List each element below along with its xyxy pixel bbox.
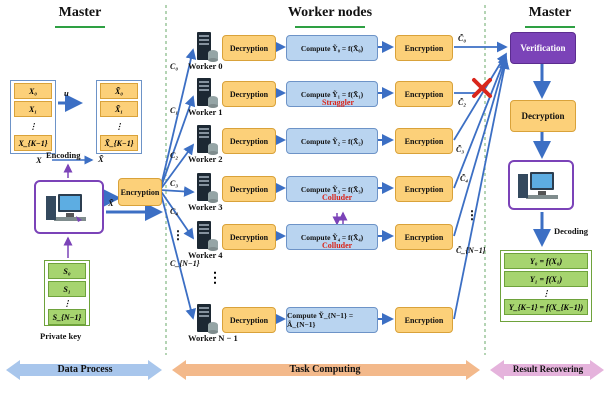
- result-dots: ⋮: [542, 288, 550, 298]
- verification-box: Verification: [510, 32, 576, 64]
- worker-output-label: C̃₂: [458, 98, 467, 107]
- worker-name: Worker 2: [188, 154, 223, 164]
- result-last: Y_{K−1} = f(X_{K−1}): [504, 299, 588, 315]
- encoding-label: Encoding: [46, 150, 81, 160]
- worker-decryption-box: Decryption: [222, 35, 276, 61]
- result-0: Y₀ = f(X₀): [504, 253, 588, 269]
- worker-encryption-box: Encryption: [395, 128, 453, 154]
- c-dots: ⋮: [172, 228, 184, 242]
- result-1: Y₁ = f(X₁): [504, 271, 588, 287]
- worker-decryption-box: Decryption: [222, 128, 276, 154]
- data-x-last: X_{K−1}: [14, 135, 52, 151]
- decoding-label: Decoding: [554, 226, 588, 236]
- worker-decryption-box: Decryption: [222, 176, 276, 202]
- server-icon: [195, 31, 219, 68]
- right-decryption-box: Decryption: [510, 100, 576, 132]
- workers-title: Worker nodes: [287, 5, 373, 20]
- phase-data-process: Data Process: [57, 364, 113, 375]
- worker-name: Worker 3: [188, 202, 223, 212]
- server-icon: [195, 220, 219, 257]
- data-x-0: X₀: [14, 83, 52, 99]
- key-dots: ⋮: [63, 298, 71, 308]
- worker-output-label: C̃₄: [460, 174, 469, 183]
- data-xt-last: X̃_{K−1}: [100, 135, 138, 151]
- worker-output-label: C̃_{N−1}: [456, 246, 486, 255]
- worker-output-label: C̃₃: [456, 145, 465, 154]
- worker-compute-box: Compute Ỹ₄ = f(X̃₄): [286, 224, 378, 250]
- worker-cipher-label: C₁: [170, 106, 179, 115]
- worker-compute-box: Compute Ỹ_{N−1} = Ã_{N−1}: [286, 307, 378, 333]
- master-left-underline: [55, 26, 105, 28]
- worker-compute-box: Compute Ỹ₁ = f(X̃₁): [286, 81, 378, 107]
- result-computer-frame: [508, 160, 574, 210]
- server-icon: [195, 303, 219, 340]
- output-dots: ⋮: [466, 208, 478, 222]
- private-key-vector: S₀ S₁ ⋮ S_{N−1}: [44, 260, 90, 326]
- private-key-label: Private key: [40, 331, 82, 341]
- computer-icon: [46, 194, 86, 222]
- worker-cipher-label: C₃: [170, 179, 179, 188]
- worker-name: Worker 0: [188, 61, 223, 71]
- server-icon: [195, 77, 219, 114]
- server-icon: [195, 172, 219, 209]
- master-left-title: Master: [58, 5, 102, 20]
- workers-underline: [295, 26, 365, 28]
- master-right-underline: [525, 26, 575, 28]
- worker-name: Worker 4: [188, 250, 223, 260]
- worker-status-note: Colluder: [322, 241, 353, 250]
- worker-decryption-box: Decryption: [222, 81, 276, 107]
- worker-compute-box: Compute Ỹ₃ = f(X̃₃): [286, 176, 378, 202]
- key-last: S_{N−1}: [48, 309, 86, 325]
- worker-encryption-box: Encryption: [395, 35, 453, 61]
- data-xt-1: X̃₁: [100, 101, 138, 117]
- data-x-dots: ⋮: [29, 121, 37, 131]
- worker-name: Worker 1: [188, 107, 223, 117]
- master-right-title: Master: [528, 5, 572, 20]
- worker-encryption-box: Encryption: [395, 224, 453, 250]
- worker-status-note: Colluder: [322, 193, 353, 202]
- phase-task-computing: Task Computing: [289, 364, 361, 375]
- worker-encryption-box: Encryption: [395, 81, 453, 107]
- worker-compute-box: Compute Ỹ₂ = f(X̃₂): [286, 128, 378, 154]
- data-matrix-xt: X̃₀ X̃₁ ⋮ X̃_{K−1}: [96, 80, 142, 154]
- computer-icon: [518, 172, 558, 199]
- result-vector: Y₀ = f(X₀) Y₁ = f(X₁) ⋮ Y_{K−1} = f(X_{K…: [500, 250, 592, 322]
- worker-cipher-label: C₂: [170, 151, 179, 160]
- worker-dots: ⋮: [208, 271, 222, 286]
- worker-cipher-label: C_{N−1}: [170, 259, 200, 268]
- master-computer-frame: [34, 180, 104, 234]
- key-0: S₀: [48, 263, 86, 279]
- data-x-1: X₁: [14, 101, 52, 117]
- master-encryption-box: Encryption: [118, 178, 162, 206]
- data-xt-dots: ⋮: [115, 121, 123, 131]
- worker-name: Worker N − 1: [188, 333, 238, 343]
- worker-output-label: C̃₀: [458, 34, 467, 43]
- server-icon: [195, 124, 219, 161]
- worker-status-note: Straggler: [322, 98, 354, 107]
- worker-encryption-box: Encryption: [395, 176, 453, 202]
- worker-decryption-box: Decryption: [222, 224, 276, 250]
- data-matrix-x: X₀ X₁ ⋮ X_{K−1}: [10, 80, 56, 154]
- worker-decryption-box: Decryption: [222, 307, 276, 333]
- worker-compute-box: Compute Ỹ₀ = f(X̃₀): [286, 35, 378, 61]
- u-label: u: [64, 88, 69, 98]
- xt-label: X̃: [98, 154, 104, 164]
- worker-cipher-label: C₀: [170, 62, 179, 71]
- worker-cipher-label: C₄: [170, 207, 179, 216]
- phase-result-recovering: Result Recovering: [512, 364, 584, 374]
- worker-encryption-box: Encryption: [395, 307, 453, 333]
- xt-side-label: X̃: [108, 198, 114, 208]
- data-xt-0: X̃₀: [100, 83, 138, 99]
- key-1: S₁: [48, 281, 86, 297]
- x-label: X: [36, 155, 42, 165]
